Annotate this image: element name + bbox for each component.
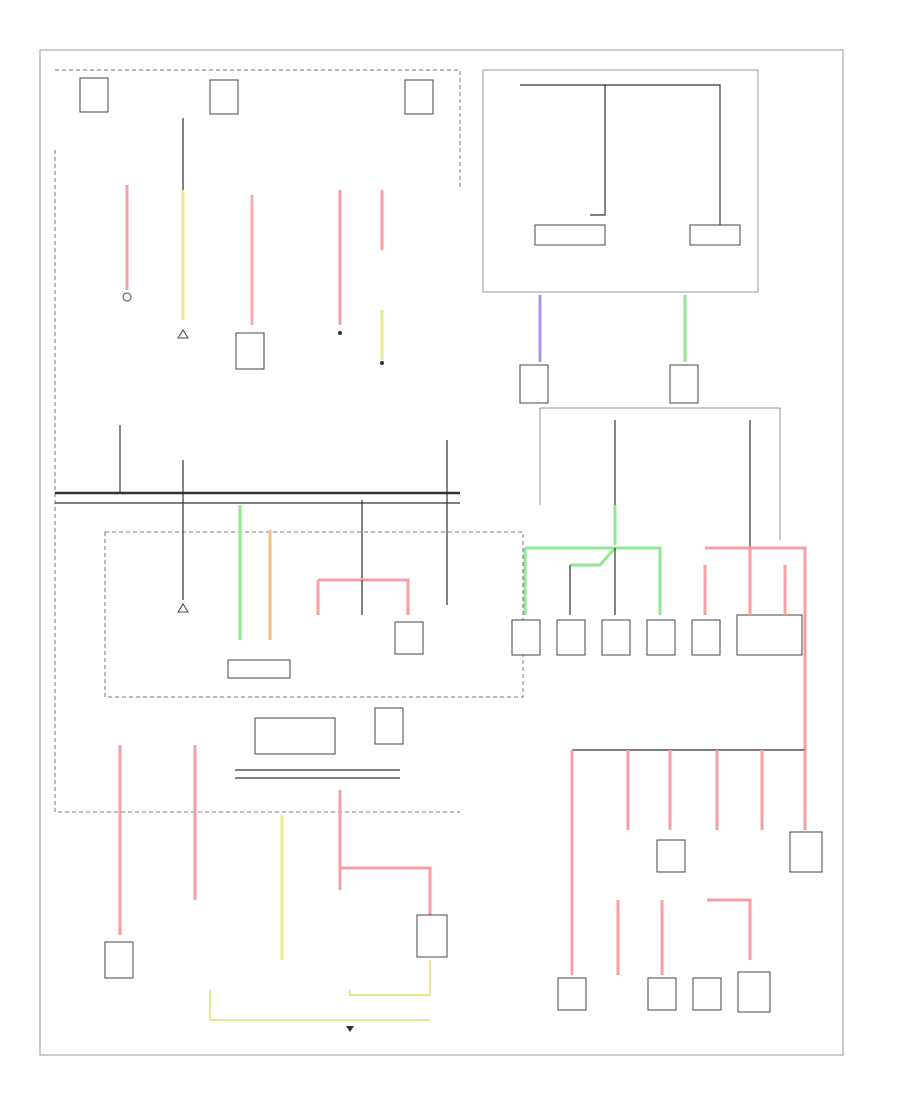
component-box-s [104,941,134,979]
component-box-n [557,977,587,1011]
component-box-k [736,614,803,656]
component-box-l [656,839,686,873]
connector-dot-1 [338,331,342,335]
component-box-j [691,619,721,656]
ground-symbol-1 [122,292,132,302]
wire-red-split [318,578,410,615]
component-box-i [646,619,676,656]
component-box-d [227,659,291,679]
component-top-left-1 [79,77,109,113]
component-box-m [789,831,823,873]
component-box-t [416,914,448,958]
wire-red-bottom-9 [707,898,752,960]
component-box-b [519,364,549,404]
component-box-q [737,971,771,1013]
ground-symbol-main [346,1026,354,1032]
component-box-g [556,619,586,656]
page-frame [39,49,844,1056]
wire-red-right-bus [705,546,807,750]
power-distribution-box-outline [482,69,759,293]
component-top-left-3 [404,79,434,115]
relay-switch-2 [689,224,741,246]
relay-module [254,717,336,755]
component-box-e [394,621,424,655]
pd-box-internal-wire-1 [520,84,721,225]
component-box-r [374,707,404,745]
connector-dot-2 [380,361,384,365]
interior-fuse-box-outline [104,531,524,698]
component-box-c [669,364,699,404]
component-box-o [647,977,677,1011]
component-box-f [511,619,541,656]
pd-box-internal-wire-2 [590,85,606,216]
wire-red-bl-4 [340,866,432,915]
component-top-left-2 [209,79,239,115]
right-junction-outline [540,407,781,540]
component-box-a [235,332,265,370]
relay-switch-1 [534,224,606,246]
engine-fuse-box-outline-left [54,150,460,813]
wire-green-drop-2 [570,547,617,567]
wire-green-bus [525,546,662,615]
ground-symbol-2 [177,329,189,339]
engine-fuse-box-outline-top [55,69,461,190]
component-box-p [692,977,722,1011]
wire-yellow-ground-run [209,960,431,1021]
component-box-h [601,619,631,656]
ground-symbol-3 [177,603,189,613]
